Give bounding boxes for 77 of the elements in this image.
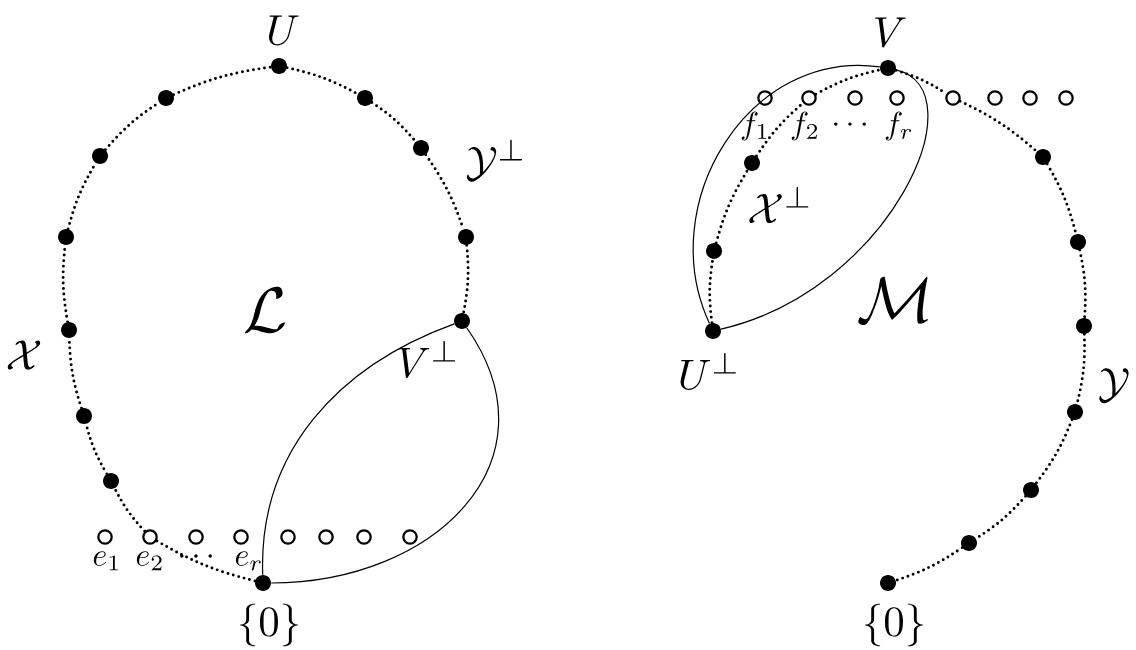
lattice-point [158,90,174,106]
lattice-point [880,60,896,76]
dotted-chain [172,65,273,97]
point-label: $U^\perp$ [680,352,736,391]
ellipsis: $\cdots$ [834,122,866,126]
point-label: $e_1$ [93,551,118,571]
lattice-point [103,473,119,489]
open-point [757,90,773,106]
dotted-chain [370,101,418,144]
open-point [280,529,296,545]
open-point [188,529,204,545]
point-label: $V^\perp$ [398,340,456,379]
lattice-label: $\mathcal{M}$ [858,276,928,326]
dotted-chain [958,99,1039,153]
open-point [1022,90,1038,106]
dotted-chain [1078,248,1087,320]
lens-curve [693,65,881,325]
lattice-point [76,408,92,424]
point-label: $\{0\}$ [240,603,298,647]
open-point [97,529,113,545]
lattice-point [413,140,429,156]
point-label: $e_2$ [136,551,162,571]
lattice-point [705,323,721,339]
dotted-chain [714,168,750,245]
point-label: $U$ [269,15,299,46]
open-point [318,529,334,545]
open-point [847,90,863,106]
open-point [402,529,418,545]
lattice-point [458,229,474,245]
lens-curve [262,323,455,576]
ellipsis: $\ldots$ [180,554,212,558]
lens-curve [720,69,929,330]
dotted-chain [708,257,715,325]
lattice-point [1035,149,1051,165]
set-label: $\mathcal{Y}$ [1099,368,1129,404]
open-point [801,90,817,106]
lattice-point [880,575,896,591]
lattice-point [357,90,373,106]
open-point [889,90,905,106]
set-label: $\mathcal{X}^\perp$ [749,186,809,224]
point-label: $V$ [875,17,906,48]
dotted-chain [285,66,360,96]
lattice-point [255,575,271,591]
open-point [987,90,1003,106]
lattice-point [1070,234,1086,250]
point-label: $f_2$ [791,111,817,141]
point-label: $f_r$ [885,111,912,141]
open-point [142,529,158,545]
dotted-chain [814,68,882,96]
set-label: $\mathcal{X}$ [7,340,41,370]
open-point [356,529,372,545]
open-point [945,90,961,106]
set-label: $\mathcal{Y}^\perp$ [466,139,522,182]
lattice-label: $\mathcal{L}$ [244,286,285,334]
point-label: $\{0\}$ [865,603,923,647]
lattice-point [61,322,77,338]
lattice-point [706,243,722,259]
lattice-point [1067,404,1083,420]
point-label: $f_1$ [741,111,767,141]
open-point [233,529,249,545]
lens-curve [270,327,500,584]
lattice-point [271,58,287,74]
lattice-point [58,229,74,245]
open-point [1058,90,1074,106]
dotted-chain [755,101,805,158]
lattice-point [92,148,108,164]
dotted-chain [462,243,470,315]
dotted-chain [1034,418,1074,485]
dotted-chain [894,546,964,582]
lattice-point [744,155,760,171]
dotted-chain [155,539,257,583]
lattice-point [454,313,470,329]
point-label: $e_r$ [235,551,261,571]
dotted-chain [113,486,147,533]
lattice-point [1023,482,1039,498]
lattice-point [1076,318,1092,334]
lattice-point [961,535,977,551]
